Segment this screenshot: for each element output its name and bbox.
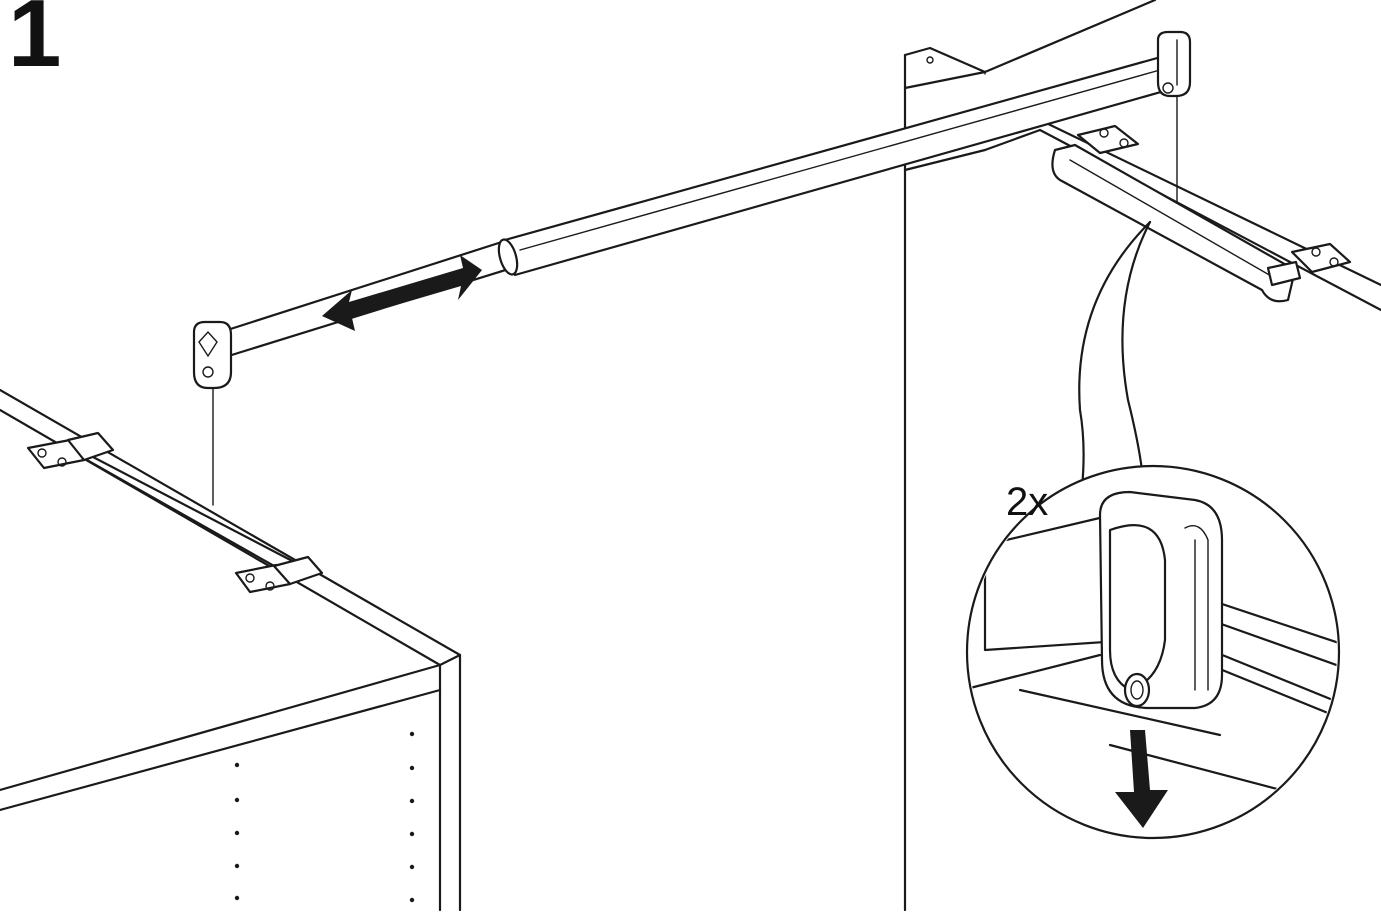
double-arrow-icon [322,255,482,331]
rail-holder-left [26,379,324,594]
down-arrow-icon [1115,730,1168,828]
left-cabinet [0,388,462,912]
rail-fitting-detail [969,490,1337,797]
quantity-label: 2x [1006,480,1049,524]
clothes-rail [192,30,1192,390]
rail-fitting-left [192,320,233,390]
rail-holder-right [1051,124,1352,303]
step-number: 1 [8,0,62,87]
shelf-pin-holes-left [234,731,415,903]
rail-fitting-right [1156,30,1192,216]
